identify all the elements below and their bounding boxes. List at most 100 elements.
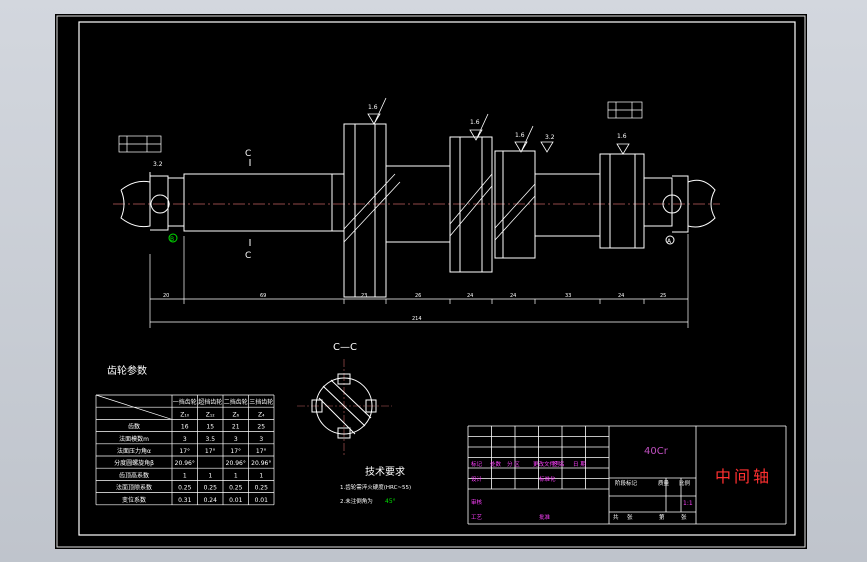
title-block-label: 批准: [539, 513, 551, 521]
table-cell: 0.25: [255, 485, 269, 492]
table-row-label: 分度圆螺旋角β: [114, 459, 154, 467]
roughness-2: 1.6: [470, 119, 480, 126]
datum-a-label: A: [667, 238, 672, 245]
roughness-3: 1.6: [515, 132, 525, 139]
datum-b-circle: [168, 233, 178, 243]
table-row-label: 法面模数m: [119, 435, 149, 443]
dimension-values: 20 69 23 26 24 24 33 24 25 214: [163, 293, 666, 322]
title-block-label: 比例: [679, 479, 691, 487]
inner-frame: [78, 21, 796, 536]
roughness-5: 1.6: [617, 133, 627, 140]
table-cell: 1: [259, 472, 263, 479]
table-row-label: 法面压力角α: [117, 447, 151, 455]
table-cell: 21: [232, 424, 240, 431]
dim-7: 33: [565, 293, 571, 299]
title-block-label: 标准化: [539, 475, 556, 483]
dim-4: 26: [415, 293, 421, 299]
datum-b-label: B: [170, 236, 174, 243]
table-column-header: 二挡齿轮: [224, 398, 248, 406]
table-cell: Z₁₂: [206, 411, 216, 418]
roughness-6: 3.2: [153, 161, 163, 168]
table-row-label: 法面顶隙系数: [116, 484, 152, 492]
table-cell: 0.31: [178, 497, 192, 504]
dim-8: 24: [618, 293, 624, 299]
dimension-lines: [149, 234, 689, 328]
dim-6: 24: [510, 293, 516, 299]
title-block-label: 更改文件号: [533, 460, 561, 468]
table-cell: 16: [181, 424, 189, 431]
outer-frame: [56, 15, 806, 548]
title-block-label: 张: [681, 513, 687, 521]
datum-a-circle: [665, 235, 675, 245]
title-block-label: 审核: [471, 498, 483, 506]
table-cell: 1: [234, 472, 238, 479]
table-cell: 20.96°: [175, 460, 195, 467]
table-cell: 20.96°: [226, 460, 246, 467]
title-block-label: 质量: [658, 479, 670, 487]
table-cell: 20.96°: [251, 460, 271, 467]
table-cell: 25: [257, 424, 265, 431]
tolerance-frames: [118, 101, 643, 153]
dim-5: 24: [467, 293, 473, 299]
section-view-label: C—C: [333, 342, 357, 353]
tech-req-item-2: 2.未注倒角为: [340, 497, 373, 505]
title-block-label: 工艺: [471, 514, 483, 521]
table-cell: Z₄: [258, 411, 265, 418]
section-hatching: [343, 173, 536, 243]
tech-req-title: 技术要求: [365, 465, 405, 478]
table-cell: 0.24: [204, 497, 218, 504]
drawing-sheet: C C B A 1.6 1.6 1.6 3.2 1.6 3.2: [55, 14, 807, 549]
table-cell: 17°: [230, 448, 241, 455]
dim-3: 23: [361, 293, 367, 299]
table-cell: 1: [208, 472, 212, 479]
table-column-header: 一挡齿轮: [173, 398, 197, 406]
dim-9: 25: [660, 293, 666, 299]
table-row-label: 齿顶高系数: [119, 471, 149, 479]
title-block-label: 处数: [490, 460, 502, 468]
table-cell: Z₆: [232, 411, 239, 418]
table-cell: 0.01: [229, 497, 243, 504]
table-cell: 0.01: [255, 497, 269, 504]
dim-1: 20: [163, 293, 169, 299]
section-mark-top: C: [245, 149, 251, 159]
table-cell: 3: [259, 436, 263, 443]
material-text: 40Cr: [644, 446, 669, 457]
title-block-label: 签 名: [552, 460, 565, 468]
table-column-header: 三挡齿轮: [249, 398, 273, 406]
roughness-symbols: [367, 97, 630, 155]
scale-text: 1:1: [683, 500, 693, 507]
table-row-label: 齿数: [128, 423, 140, 431]
section-view: [297, 359, 392, 456]
title-block-label: 阶段标记: [615, 479, 638, 487]
end-breaks: [120, 179, 716, 228]
roughness-4: 3.2: [545, 134, 555, 141]
table-cell: 3: [234, 436, 238, 443]
table-cell: 3.5: [205, 436, 215, 443]
title-block: 标记处数分 区更改文件号签 名日 期设计标准化审核工艺批准阶段标记质量比例共张第…: [467, 425, 787, 525]
table-column-header: 超挡齿轮: [198, 398, 222, 406]
dim-total: 214: [412, 316, 422, 322]
tech-req-item-1: 1.齿轮需淬火硬度(HRC~55): [340, 483, 411, 491]
table-cell: 17°: [205, 448, 216, 455]
title-block-label: 张: [627, 513, 633, 521]
dim-2: 69: [260, 293, 266, 299]
table-cell: 17°: [179, 448, 190, 455]
table-cell: 17°: [256, 448, 267, 455]
title-block-label: 日 期: [573, 461, 586, 468]
shaft-drawing: C C B A 1.6 1.6 1.6 3.2 1.6 3.2: [56, 15, 806, 548]
gear-table-title: 齿轮参数: [107, 364, 147, 377]
drawing-title-text: 中间轴: [715, 467, 772, 486]
table-grid-line: [95, 394, 173, 420]
table-cell: 3: [183, 436, 187, 443]
table-cell: 0.25: [178, 485, 192, 492]
title-block-label: 分 区: [507, 460, 520, 468]
table-cell: 0.25: [229, 485, 243, 492]
roughness-1: 1.6: [368, 104, 378, 111]
table-cell: Z₁₀: [180, 411, 190, 418]
table-row-label: 变位系数: [122, 496, 146, 504]
table-cell: 0.25: [204, 485, 218, 492]
section-mark-bottom: C: [245, 251, 251, 261]
title-block-label: 第: [659, 513, 665, 521]
